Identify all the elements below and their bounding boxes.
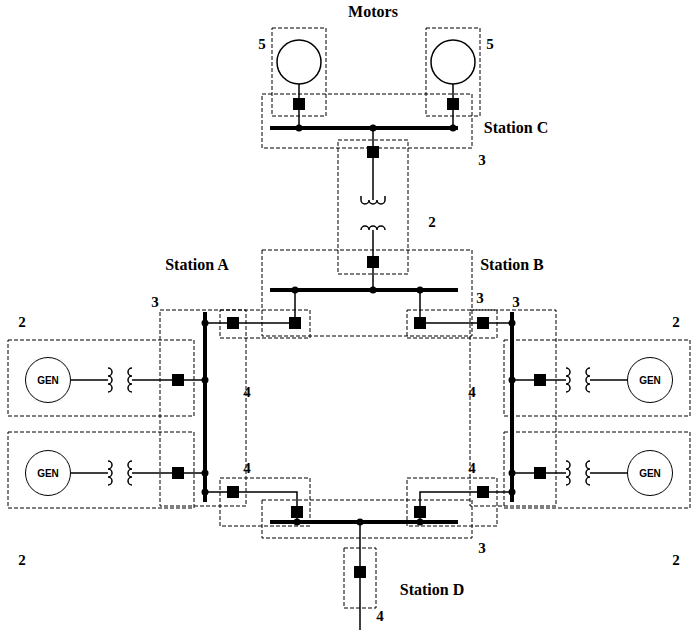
station-name: Motors <box>348 4 398 20</box>
zone-number: 5 <box>258 37 266 52</box>
zone-number: 2 <box>18 315 26 330</box>
zone-number: 3 <box>151 295 159 310</box>
zone-number: 5 <box>486 37 494 52</box>
zone-number: 4 <box>243 385 251 400</box>
zone-number: 4 <box>243 461 251 476</box>
generator-circle: GEN <box>25 450 71 496</box>
zone-number: 4 <box>468 385 476 400</box>
zone-number: 3 <box>476 291 484 306</box>
zone-number: 2 <box>672 315 680 330</box>
zone-number: 4 <box>376 609 384 624</box>
generator-label: GEN <box>639 375 661 386</box>
generator-circle: GEN <box>627 450 673 496</box>
station-name: Station D <box>400 582 464 598</box>
generator-circle: GEN <box>25 357 71 403</box>
zone-number: 2 <box>18 553 26 568</box>
zone-number: 2 <box>428 215 436 230</box>
generator-label: GEN <box>639 468 661 479</box>
zone-number: 3 <box>478 153 486 168</box>
zone-number: 3 <box>478 541 486 556</box>
station-name: Station B <box>480 257 544 273</box>
generator-circle: GEN <box>627 357 673 403</box>
station-name: Station A <box>165 257 229 273</box>
generator-label: GEN <box>37 468 59 479</box>
zone-number: 2 <box>672 553 680 568</box>
zone-number: 3 <box>512 295 520 310</box>
generator-label: GEN <box>37 375 59 386</box>
station-name: Station C <box>484 120 548 136</box>
zone-number: 4 <box>468 461 476 476</box>
